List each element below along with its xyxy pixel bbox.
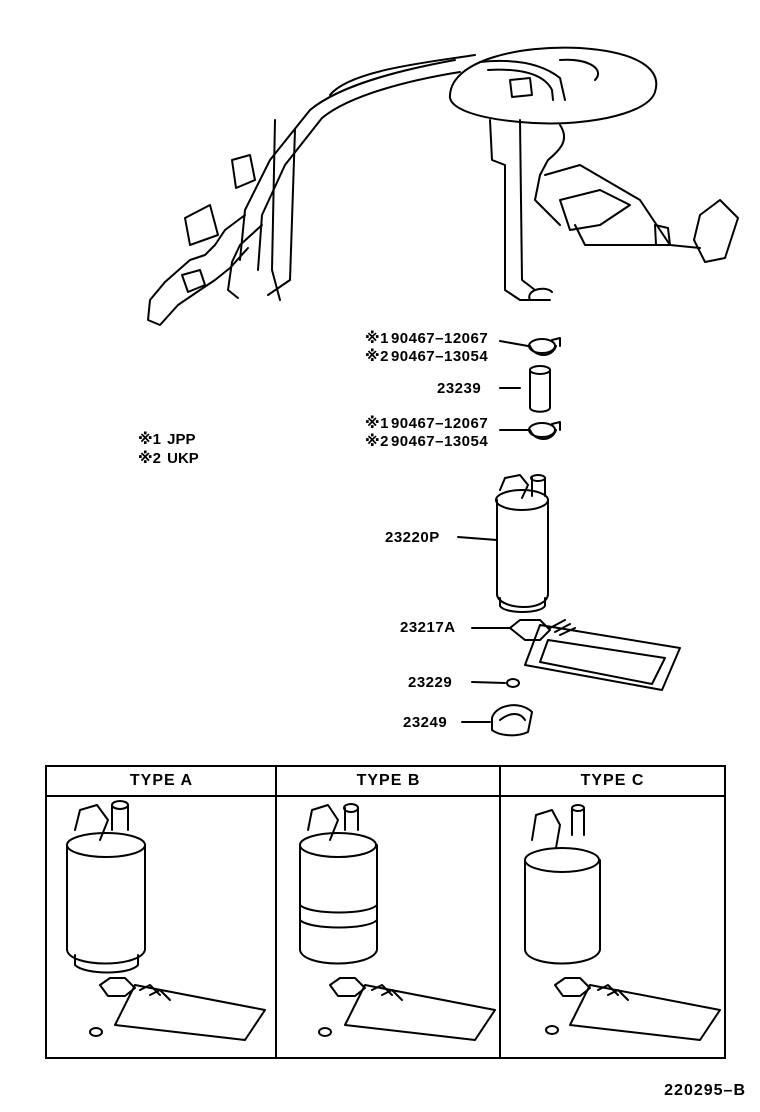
type-b-pump-drawing [299,803,496,1041]
legend-item-1: ※1 JPP [138,430,199,449]
legend: ※1 JPP ※2 UKP [138,430,199,468]
diagram-reference-code: 220295–B [664,1082,746,1099]
callout-text: 23229 [408,674,453,691]
column-divider [275,767,277,1057]
callout-cushion: 23249 [403,714,447,732]
callout-mark: ※2 [365,433,389,450]
legend-item-2: ※2 UKP [138,449,199,468]
callout-text: 23249 [403,714,448,731]
hose-clamp-upper [528,337,561,356]
fuel-sender-bracket-assembly [147,46,739,326]
fuel-hose-23239 [529,365,551,413]
callout-text: 90467–12067 [390,415,489,432]
callout-text: 90467–12067 [390,330,489,347]
type-a-header: TYPE A [47,767,276,797]
legend-mark: ※1 [138,431,161,448]
callout-fuel-pump: 23220P [385,529,440,547]
callout-washer: 23229 [408,674,452,692]
callout-text: 90467–13054 [390,433,489,450]
callout-hose: 23239 [437,380,481,398]
callout-fuel-filter: 23217A [400,619,456,637]
callout-mark: ※1 [365,330,389,347]
callout-text: 90467–13054 [390,348,489,365]
legend-text: UKP [167,450,199,467]
washer-23229 [506,678,520,688]
pump-types-table: TYPE A TYPE B TYPE C [45,765,726,1059]
callout-text: 23239 [437,380,482,397]
column-divider [499,767,501,1057]
type-c-pump-drawing [524,804,721,1041]
fuel-pump-23220P [495,474,549,613]
type-b-header: TYPE B [276,767,501,797]
callout-text: 23217A [400,619,456,636]
callout-text: 23220P [385,529,440,546]
legend-text: JPP [167,431,196,448]
callout-mark: ※1 [365,415,389,432]
callout-mark: ※2 [365,348,389,365]
fuel-filter-23217A [509,619,681,691]
cushion-23249 [491,704,533,737]
legend-mark: ※2 [138,450,161,467]
type-c-header: TYPE C [501,767,724,797]
type-a-pump-drawing [66,800,266,1041]
hose-clamp-lower [528,421,561,440]
